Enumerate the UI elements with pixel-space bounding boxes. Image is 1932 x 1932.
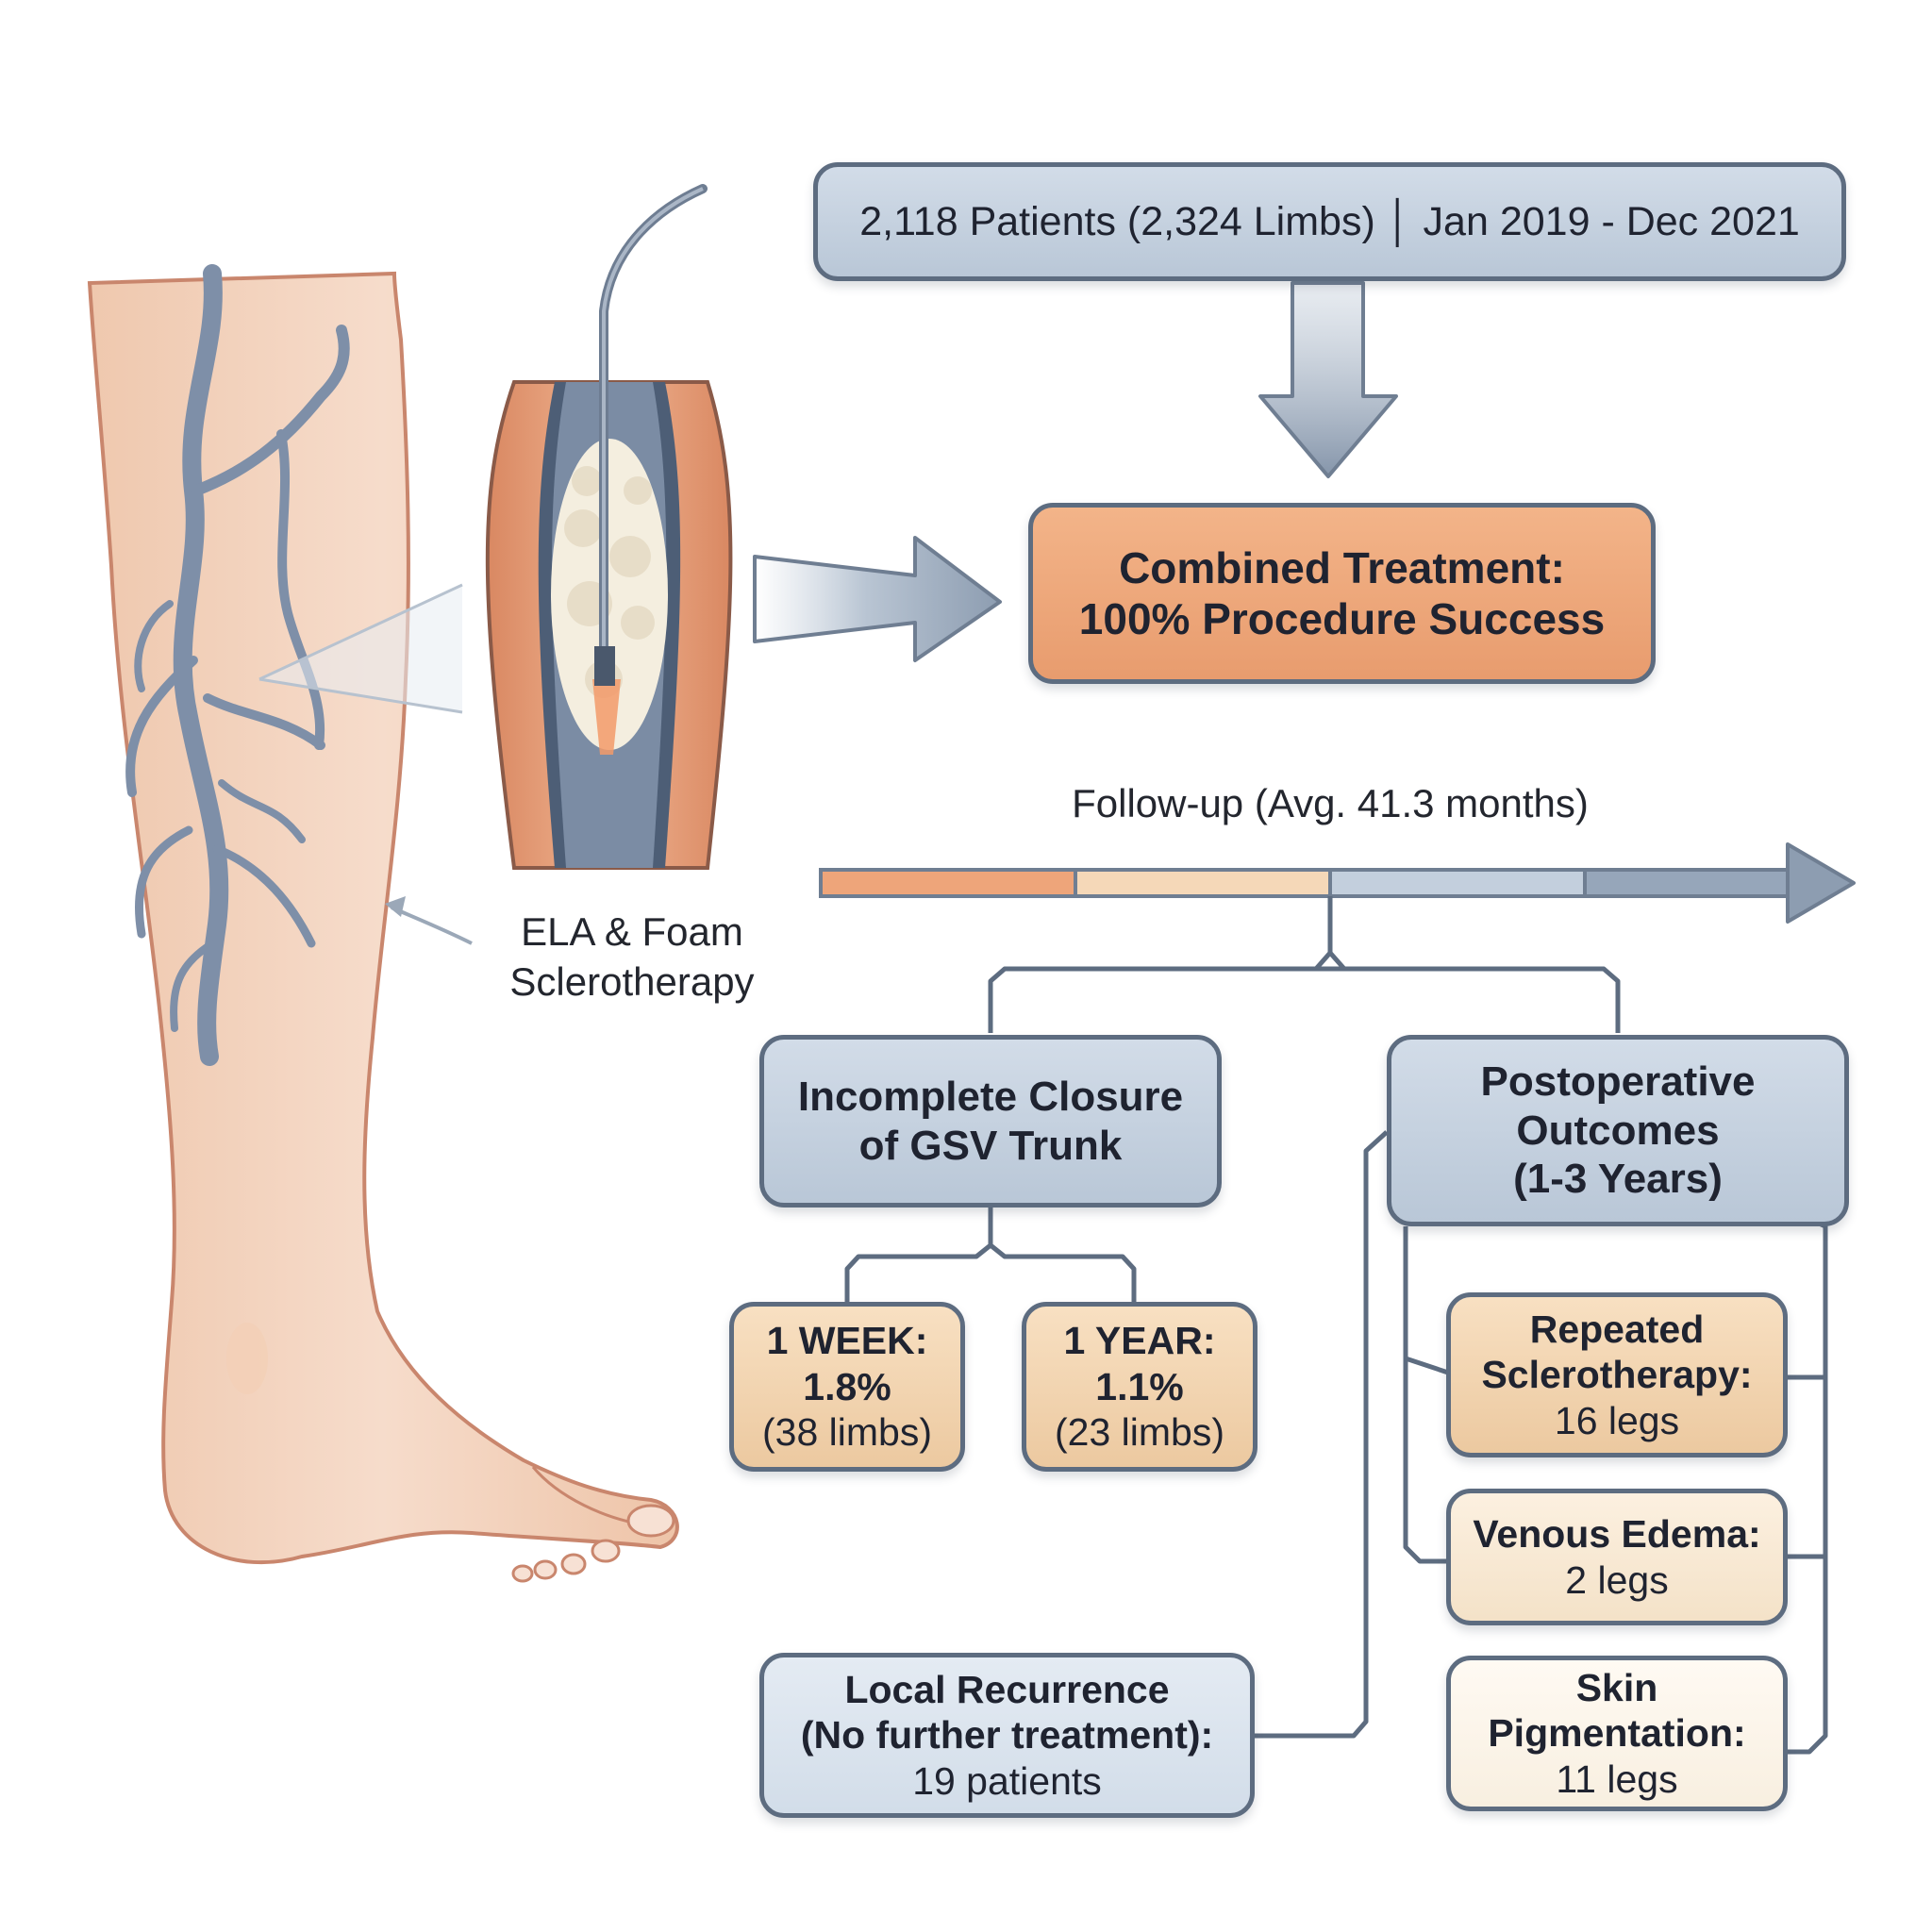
small-arrow-icon [391,906,473,945]
leg-illustration [87,264,679,1583]
year-count: (23 limbs) [1055,1410,1224,1455]
year-pct: 1.1% [1095,1364,1184,1408]
week-pct: 1.8% [803,1364,891,1408]
pigment-line2: Pigmentation: [1488,1711,1746,1756]
year-title: 1 YEAR: [1063,1319,1216,1363]
skin-pigmentation-box: Skin Pigmentation: 11 legs [1446,1656,1788,1811]
recurrence-line2: (No further treatment): [800,1713,1214,1757]
outcomes-box: Postoperative Outcomes (1-3 Years) [1387,1035,1849,1226]
resclero-line2: Sclerotherapy: [1481,1353,1753,1397]
recurrence-line1: Local Recurrence [844,1667,1170,1711]
vessel-cross-section [485,184,733,870]
resclero-line1: Repeated [1529,1307,1705,1351]
treatment-success: 100% Procedure Success [1078,594,1606,643]
resclero-value: 16 legs [1554,1398,1680,1442]
timeline [819,842,1856,924]
incomplete-line1: Incomplete Closure [797,1073,1184,1120]
followup-label: Follow-up (Avg. 41.3 months) [1072,781,1589,825]
outcomes-line1: Postoperative [1480,1058,1756,1105]
week-count: (38 limbs) [762,1410,932,1455]
varicose-veins [125,264,350,1066]
one-year-box: 1 YEAR: 1.1% (23 limbs) [1022,1302,1257,1472]
incomplete-line2: of GSV Trunk [858,1122,1123,1169]
treatment-box: Combined Treatment: 100% Procedure Succe… [1028,503,1656,684]
week-title: 1 WEEK: [766,1319,928,1363]
venous-edema-box: Venous Edema: 2 legs [1446,1489,1788,1625]
cohort-box: 2,118 Patients (2,324 Limbs) │ Jan 2019 … [813,162,1846,281]
pigment-line1: Skin [1575,1665,1658,1709]
one-week-box: 1 WEEK: 1.8% (38 limbs) [729,1302,965,1472]
treatment-title: Combined Treatment: [1119,542,1565,592]
procedure-label: ELA & Foam Sclerotherapy [472,908,792,1007]
pigment-value: 11 legs [1556,1757,1678,1801]
edema-value: 2 legs [1565,1557,1669,1602]
resclerotherapy-box: Repeated Sclerotherapy: 16 legs [1446,1292,1788,1457]
local-recurrence-box: Local Recurrence (No further treatment):… [759,1653,1255,1818]
incomplete-closure-box: Incomplete Closure of GSV Trunk [759,1035,1222,1208]
zoom-callout [258,583,463,714]
cohort-label: 2,118 Patients (2,324 Limbs) │ Jan 2019 … [859,198,1800,244]
outcomes-line2: Outcomes [1516,1107,1720,1154]
procedure-label-line1: ELA & Foam [521,909,743,954]
outcomes-line3: (1-3 Years) [1513,1156,1723,1203]
connector-lines [844,896,1828,1755]
toe-nails [511,1504,675,1583]
arrow-to-treatment-icon [753,536,1002,662]
procedure-label-line2: Sclerotherapy [509,958,755,1004]
down-arrow-icon [1258,281,1398,478]
recurrence-value: 19 patients [912,1758,1102,1803]
edema-line1: Venous Edema: [1473,1512,1761,1557]
